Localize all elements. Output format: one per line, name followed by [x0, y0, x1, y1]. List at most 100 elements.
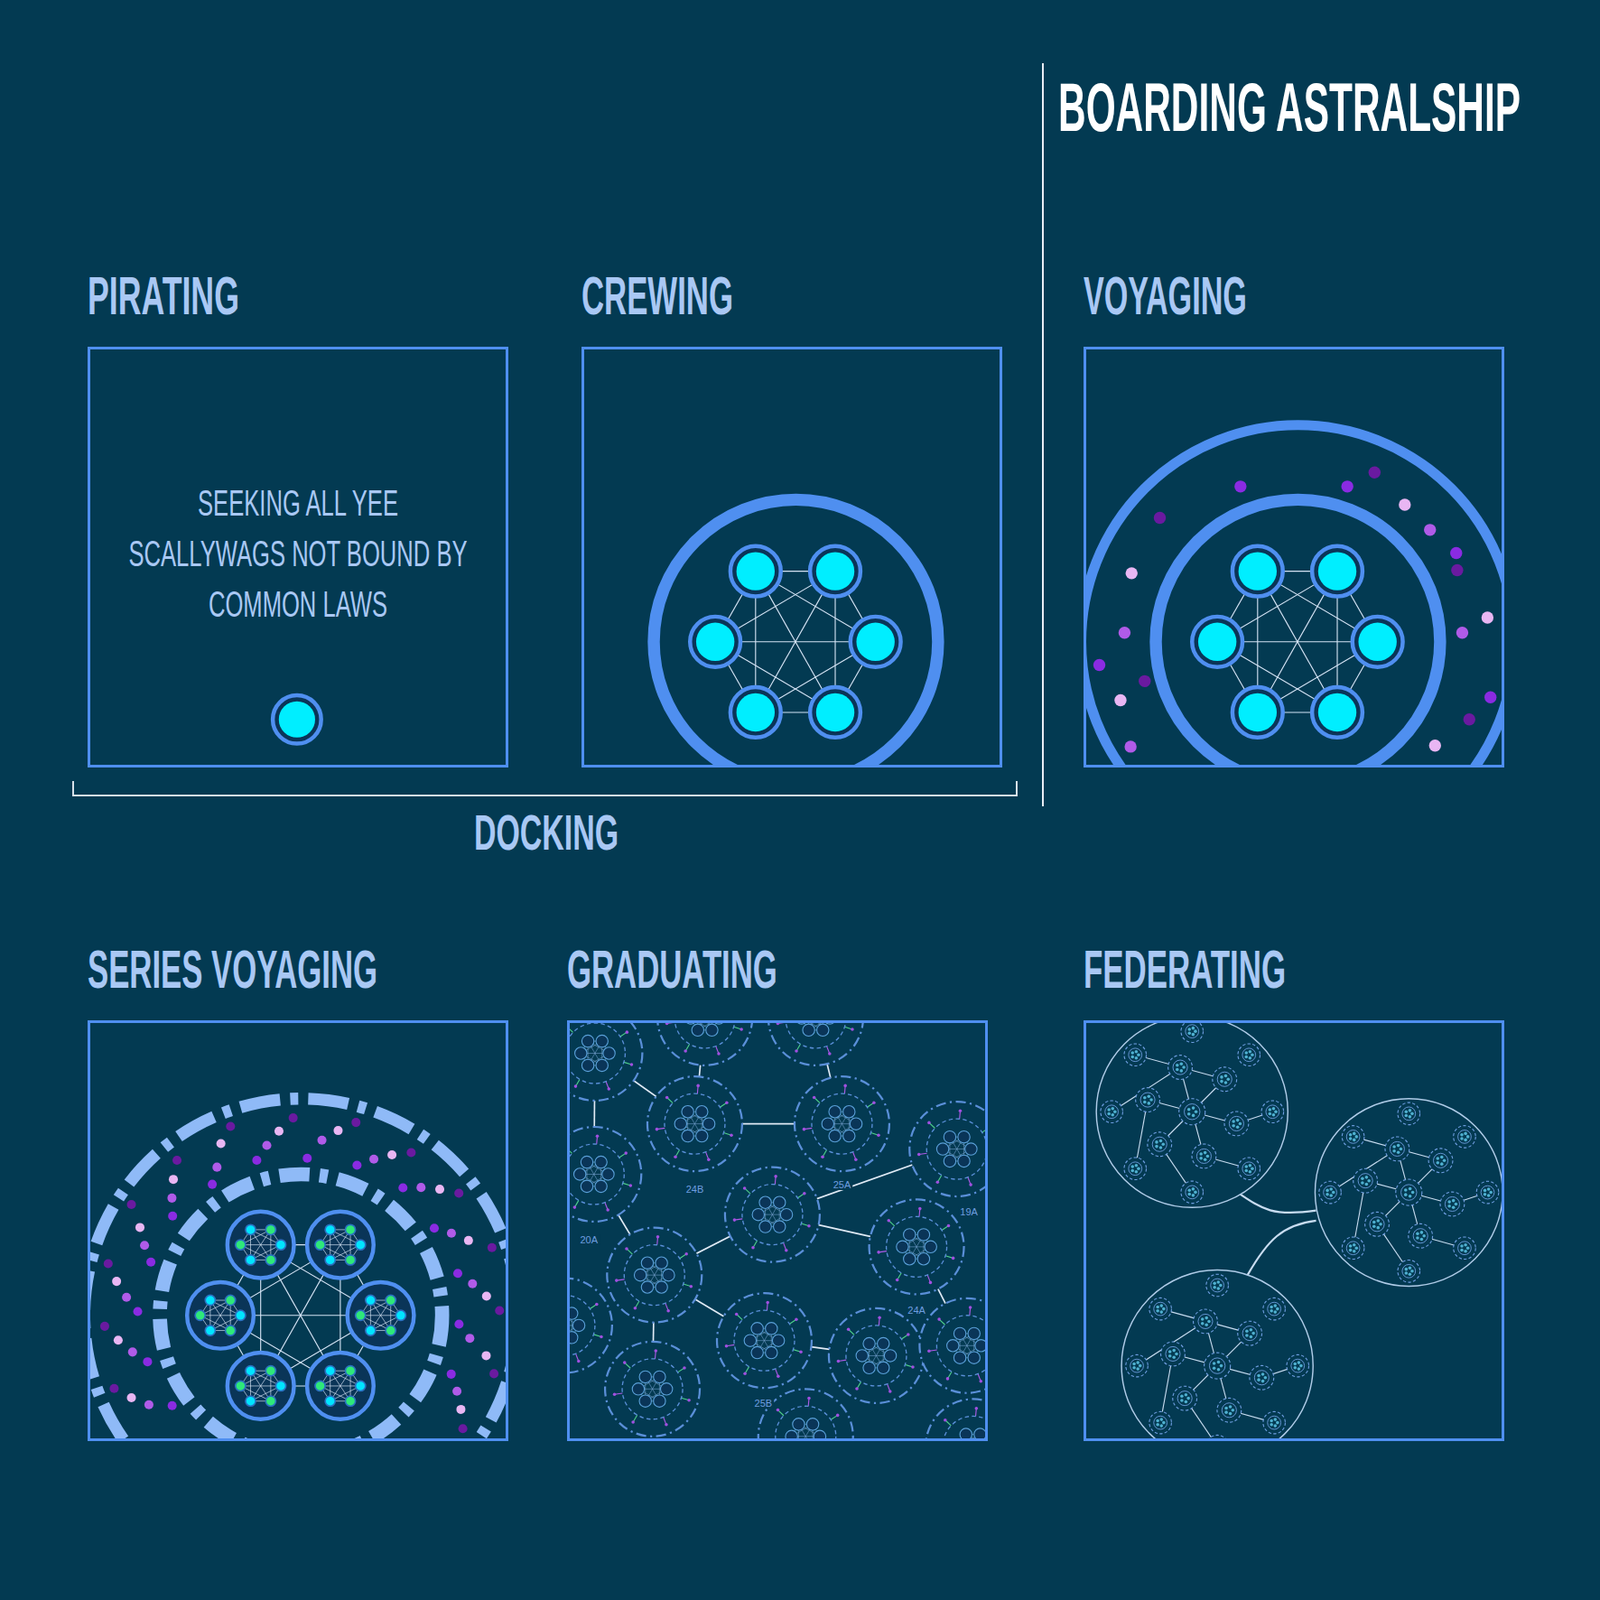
fed-mini-outer	[1181, 1023, 1204, 1042]
voyage-dot	[1423, 523, 1436, 536]
fed-mini-dot	[1175, 1063, 1180, 1068]
fed-mini-dot	[1392, 1149, 1396, 1154]
mini-voyage-member	[936, 1143, 949, 1155]
mini-voyage-member	[691, 1023, 704, 1036]
fed-mini-dot	[1244, 1051, 1248, 1055]
mini-voyage-inner	[569, 1023, 625, 1084]
fed-mini-dot	[1132, 1366, 1136, 1370]
mini-voyage-dot	[614, 1278, 619, 1283]
mini-voyage-member	[603, 1047, 615, 1060]
fed-mini-dot	[1130, 1055, 1135, 1060]
series-dot	[113, 1335, 123, 1345]
fed-mini-outer	[1181, 1181, 1204, 1204]
mini-voyage-member	[595, 1034, 608, 1047]
fed-mini-dot	[1212, 1361, 1217, 1366]
fed-mini-dot	[1404, 1109, 1409, 1114]
mini-voyage-outer	[828, 1308, 924, 1404]
mini-voyage-member	[883, 1349, 896, 1362]
series-dot	[455, 1404, 466, 1414]
fed-mini-outer	[1191, 1144, 1217, 1169]
fed-mini-dot	[1159, 1145, 1163, 1150]
mini-voyage-dot	[682, 1366, 687, 1370]
mini-voyage-dot	[776, 1023, 781, 1025]
fed-mini-outer	[1135, 1088, 1161, 1113]
mini-voyage-inner	[569, 1144, 624, 1205]
fed-mini-dot	[1168, 1349, 1173, 1354]
mini-voyage-member	[681, 1129, 694, 1142]
fed-mini-dot	[1408, 1273, 1413, 1277]
fed-mini-dot	[1275, 1421, 1280, 1425]
member-ring	[730, 687, 782, 738]
series-dot	[487, 1243, 497, 1253]
fed-mini-dot	[1172, 1348, 1176, 1353]
subcrew-member	[325, 1366, 335, 1377]
fed-mini-dot	[1217, 1367, 1221, 1372]
mini-voyage-inner	[926, 1118, 986, 1180]
fed-mini-dot	[1250, 1166, 1255, 1171]
fed-mini-dot	[1191, 1187, 1196, 1191]
fed-mini-outer	[1428, 1148, 1453, 1173]
mini-voyage-member	[821, 1117, 834, 1130]
mini-voyage-dot	[937, 1317, 941, 1321]
mini-voyage-dot	[888, 1389, 893, 1394]
mini-voyage-member	[575, 1047, 587, 1060]
fed-mini-dot	[1269, 1309, 1274, 1313]
subcrew-member	[365, 1294, 376, 1305]
mini-voyage-dot	[877, 1315, 882, 1320]
fed-mini-dot	[1463, 1249, 1468, 1254]
fed-mini-dot	[1238, 1122, 1243, 1126]
subcrew-member	[265, 1366, 276, 1377]
fed-mini-dot	[1136, 1166, 1141, 1171]
subcrew-member	[265, 1395, 276, 1406]
subcrew-member	[275, 1380, 286, 1391]
subcrew-link	[320, 1385, 362, 1387]
mini-voyage-member	[653, 1370, 666, 1383]
fed-mini-dot	[1162, 1421, 1166, 1425]
fed-mini-dot	[1463, 1138, 1468, 1143]
mini-voyage-dot	[739, 1027, 744, 1032]
fed-mini-outer	[1206, 1274, 1229, 1297]
panel-illustration	[90, 1023, 506, 1439]
fed-mini-dot	[1245, 1333, 1249, 1338]
fed-mini-dot	[1249, 1335, 1254, 1340]
subcrew-member	[235, 1380, 246, 1391]
fed-mini-dot	[1113, 1109, 1117, 1114]
member-ring	[1232, 687, 1284, 738]
panel-box: PIRATINGSEEKING ALL YEE SCALLYWAGS NOT B…	[87, 346, 509, 768]
mini-voyage-dot	[595, 1134, 600, 1138]
series-dot	[481, 1350, 491, 1360]
voyage-dot	[1125, 567, 1138, 579]
member-ring	[809, 687, 861, 738]
fed-mini-inner	[1196, 1148, 1211, 1163]
mini-voyage-dot	[633, 1306, 638, 1311]
series-dot	[302, 1153, 312, 1163]
fed-mini-outer	[1193, 1309, 1219, 1334]
mini-voyage-dot	[623, 1151, 628, 1155]
mini-voyage-member	[653, 1395, 666, 1407]
fed-mini-dot	[1180, 1394, 1184, 1398]
mini-voyage-dot	[812, 1096, 817, 1100]
subcrew-member	[385, 1294, 396, 1305]
panel-heading: CREWING	[581, 264, 734, 328]
mini-voyage-member	[696, 1129, 708, 1142]
panel-box: CREWING	[581, 346, 1003, 768]
fed-mini-dot	[1136, 1052, 1141, 1057]
mini-voyage-member	[639, 1395, 652, 1407]
mini-voyage-dot	[968, 1182, 973, 1187]
fed-mini-dot	[1299, 1364, 1303, 1368]
crew-ring	[653, 499, 939, 765]
voyage-dot	[1484, 690, 1497, 703]
fed-mini-inner	[1480, 1185, 1495, 1200]
circle-tag: 19A	[958, 1206, 980, 1218]
mini-voyage-dot	[854, 1157, 858, 1162]
subcrew-member	[325, 1224, 335, 1235]
fed-mini-dot	[1134, 1056, 1139, 1061]
fed-mini-dot	[1217, 1360, 1221, 1365]
series-dot	[167, 1211, 177, 1221]
fed-mini-outer	[1149, 1411, 1173, 1434]
mini-voyage-member	[817, 1023, 829, 1036]
fed-mini-outer	[1149, 1297, 1173, 1321]
member-ring	[1311, 546, 1363, 597]
mini-voyage-member	[958, 1130, 970, 1143]
fed-mini-dot	[1440, 1155, 1444, 1160]
